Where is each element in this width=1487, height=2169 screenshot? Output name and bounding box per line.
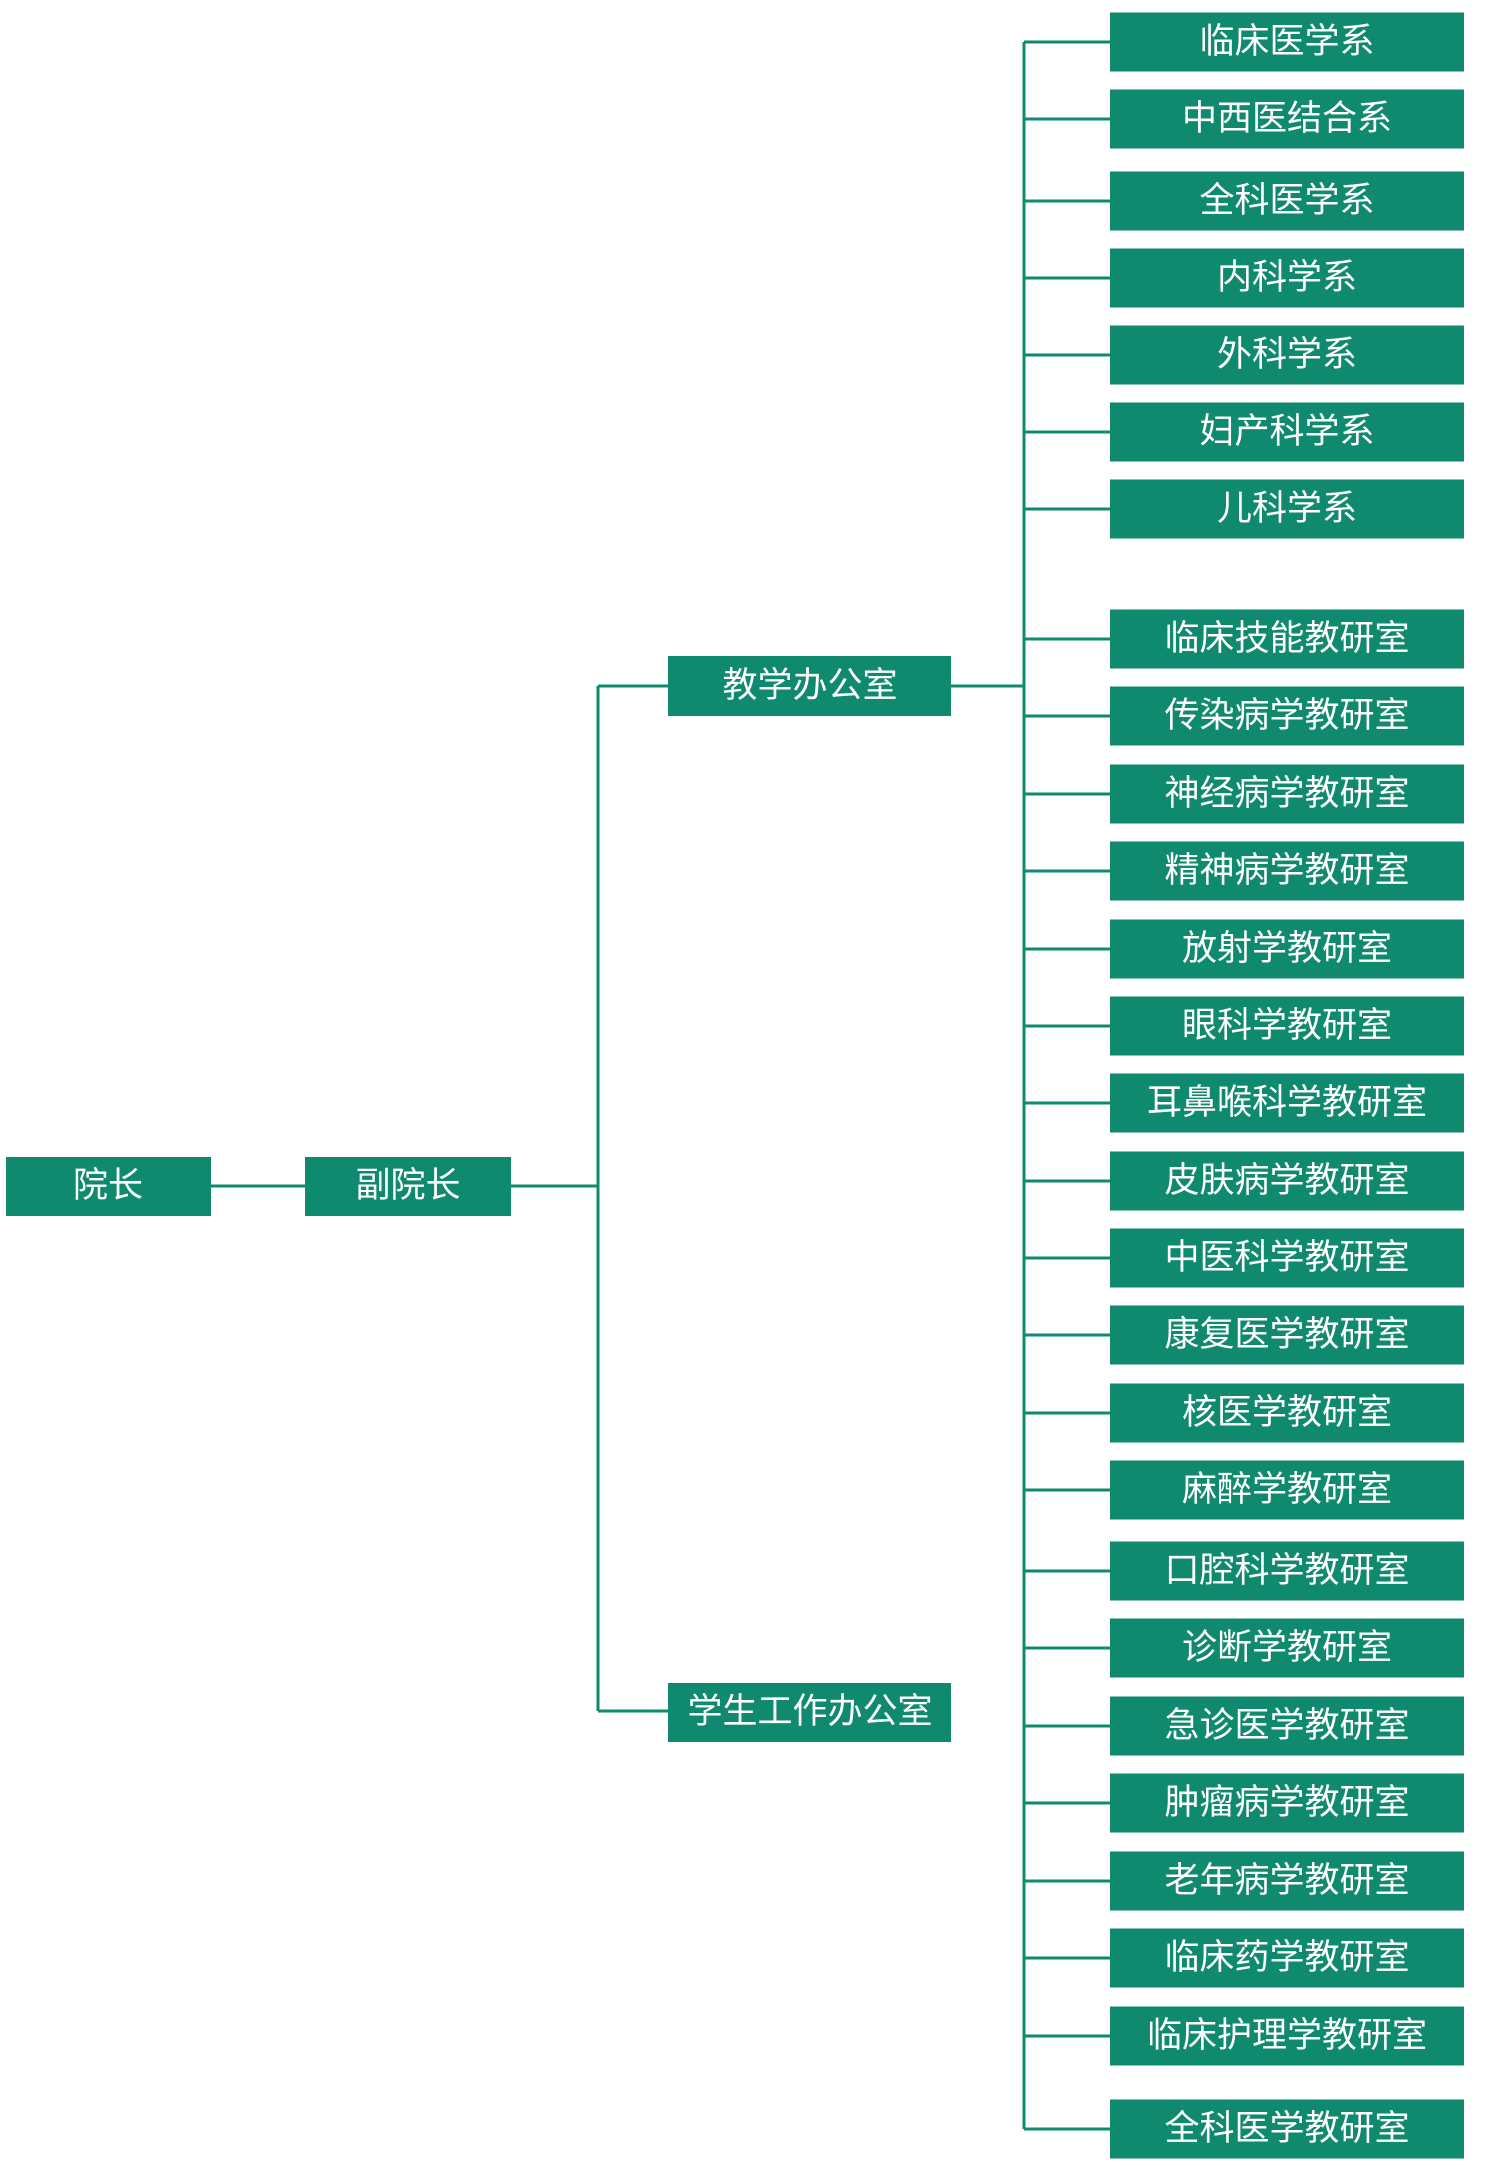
node-teaching-room-box bbox=[1110, 1383, 1464, 1443]
node-teaching-room-box bbox=[1110, 609, 1464, 669]
node-department-label: 中西医结合系 bbox=[1182, 99, 1392, 139]
node-root: 院长 bbox=[6, 1157, 211, 1216]
node-department: 中西医结合系 bbox=[1110, 89, 1464, 149]
node-teaching-room-label: 临床技能教研室 bbox=[1164, 619, 1409, 659]
node-teaching-room-box bbox=[1110, 919, 1464, 979]
connector-lines bbox=[211, 42, 1026, 2129]
node-department-label: 临床医学系 bbox=[1199, 22, 1374, 62]
node-teaching-room: 肿瘤病学教研室 bbox=[1110, 1773, 1464, 1833]
node-teaching-room: 临床护理学教研室 bbox=[1110, 2006, 1464, 2066]
node-teaching-room-box bbox=[1110, 1618, 1464, 1678]
node-teaching-room-label: 口腔科学教研室 bbox=[1164, 1551, 1409, 1591]
node-teaching-room-label: 传染病学教研室 bbox=[1164, 696, 1409, 736]
node-teaching-room-label: 康复医学教研室 bbox=[1164, 1315, 1409, 1355]
node-department-box bbox=[1110, 402, 1464, 462]
node-teaching-room-label: 精神病学教研室 bbox=[1164, 851, 1409, 891]
node-office-teaching-label: 教学办公室 bbox=[722, 666, 897, 706]
node-teaching-room-box bbox=[1110, 1305, 1464, 1365]
node-root-label: 院长 bbox=[73, 1166, 143, 1206]
node-teaching-room: 耳鼻喉科学教研室 bbox=[1110, 1073, 1464, 1133]
node-vice-box bbox=[305, 1157, 511, 1216]
node-office-student-label: 学生工作办公室 bbox=[687, 1692, 932, 1732]
node-teaching-room: 麻醉学教研室 bbox=[1110, 1460, 1464, 1520]
node-teaching-room: 放射学教研室 bbox=[1110, 919, 1464, 979]
unit-nodes: 临床医学系中西医结合系全科医学系内科学系外科学系妇产科学系儿科学系临床技能教研室… bbox=[1110, 12, 1464, 2159]
node-department-label: 内科学系 bbox=[1217, 258, 1357, 298]
node-teaching-room: 精神病学教研室 bbox=[1110, 841, 1464, 901]
node-teaching-room-label: 耳鼻喉科学教研室 bbox=[1147, 1083, 1427, 1123]
node-department: 妇产科学系 bbox=[1110, 402, 1464, 462]
node-teaching-room-box bbox=[1110, 1228, 1464, 1288]
node-root-box bbox=[6, 1157, 211, 1216]
node-department: 儿科学系 bbox=[1110, 479, 1464, 539]
node-teaching-room-label: 放射学教研室 bbox=[1182, 929, 1392, 969]
node-teaching-room-box bbox=[1110, 1460, 1464, 1520]
node-teaching-room: 全科医学教研室 bbox=[1110, 2099, 1464, 2159]
node-department: 内科学系 bbox=[1110, 248, 1464, 308]
node-teaching-room: 老年病学教研室 bbox=[1110, 1851, 1464, 1911]
node-teaching-room: 传染病学教研室 bbox=[1110, 686, 1464, 746]
node-teaching-room-box bbox=[1110, 764, 1464, 824]
node-vice-label: 副院长 bbox=[355, 1166, 460, 1206]
node-teaching-room-box bbox=[1110, 1851, 1464, 1911]
node-office-teaching-box bbox=[668, 656, 951, 716]
node-department-box bbox=[1110, 89, 1464, 149]
node-teaching-room-label: 急诊医学教研室 bbox=[1164, 1706, 1409, 1746]
node-teaching-room: 中医科学教研室 bbox=[1110, 1228, 1464, 1288]
node-office-teaching: 教学办公室 bbox=[668, 656, 951, 716]
node-teaching-room-box bbox=[1110, 1073, 1464, 1133]
node-teaching-room-label: 麻醉学教研室 bbox=[1182, 1470, 1392, 1510]
node-teaching-room: 口腔科学教研室 bbox=[1110, 1541, 1464, 1601]
node-teaching-room-box bbox=[1110, 1773, 1464, 1833]
node-teaching-room-box bbox=[1110, 1541, 1464, 1601]
node-office-student: 学生工作办公室 bbox=[668, 1683, 951, 1742]
node-teaching-room-label: 诊断学教研室 bbox=[1182, 1628, 1392, 1668]
node-teaching-room-box bbox=[1110, 1928, 1464, 1988]
node-office-student-box bbox=[668, 1683, 951, 1742]
node-department: 外科学系 bbox=[1110, 325, 1464, 385]
node-vice: 副院长 bbox=[305, 1157, 511, 1216]
node-teaching-room-box bbox=[1110, 841, 1464, 901]
node-teaching-room: 诊断学教研室 bbox=[1110, 1618, 1464, 1678]
node-department-box bbox=[1110, 12, 1464, 72]
node-teaching-room-box bbox=[1110, 2006, 1464, 2066]
node-teaching-room-label: 临床护理学教研室 bbox=[1147, 2016, 1427, 2056]
node-teaching-room-label: 临床药学教研室 bbox=[1164, 1938, 1409, 1978]
node-teaching-room-label: 中医科学教研室 bbox=[1164, 1238, 1409, 1278]
branch-connectors bbox=[1024, 40, 1110, 2131]
node-department-box bbox=[1110, 171, 1464, 231]
node-teaching-room-label: 全科医学教研室 bbox=[1164, 2109, 1409, 2149]
node-teaching-room: 临床药学教研室 bbox=[1110, 1928, 1464, 1988]
node-teaching-room: 康复医学教研室 bbox=[1110, 1305, 1464, 1365]
node-teaching-room: 眼科学教研室 bbox=[1110, 996, 1464, 1056]
node-teaching-room-box bbox=[1110, 996, 1464, 1056]
node-teaching-room: 皮肤病学教研室 bbox=[1110, 1151, 1464, 1211]
node-teaching-room-label: 肿瘤病学教研室 bbox=[1164, 1783, 1409, 1823]
node-department-box bbox=[1110, 248, 1464, 308]
node-teaching-room-box bbox=[1110, 1151, 1464, 1211]
node-teaching-room-label: 神经病学教研室 bbox=[1164, 774, 1409, 814]
node-teaching-room-box bbox=[1110, 1696, 1464, 1756]
node-teaching-room-label: 皮肤病学教研室 bbox=[1164, 1161, 1409, 1201]
node-department-label: 外科学系 bbox=[1217, 335, 1357, 375]
node-department: 临床医学系 bbox=[1110, 12, 1464, 72]
node-teaching-room: 急诊医学教研室 bbox=[1110, 1696, 1464, 1756]
node-teaching-room-label: 眼科学教研室 bbox=[1182, 1006, 1392, 1046]
node-department-label: 全科医学系 bbox=[1199, 181, 1374, 221]
node-department-box bbox=[1110, 325, 1464, 385]
node-teaching-room-box bbox=[1110, 2099, 1464, 2159]
node-teaching-room-box bbox=[1110, 686, 1464, 746]
node-department-box bbox=[1110, 479, 1464, 539]
node-teaching-room: 核医学教研室 bbox=[1110, 1383, 1464, 1443]
node-teaching-room: 临床技能教研室 bbox=[1110, 609, 1464, 669]
node-department-label: 妇产科学系 bbox=[1199, 412, 1374, 452]
node-teaching-room-label: 核医学教研室 bbox=[1182, 1393, 1392, 1433]
node-department-label: 儿科学系 bbox=[1217, 489, 1357, 529]
node-teaching-room: 神经病学教研室 bbox=[1110, 764, 1464, 824]
node-department: 全科医学系 bbox=[1110, 171, 1464, 231]
node-teaching-room-label: 老年病学教研室 bbox=[1164, 1861, 1409, 1901]
